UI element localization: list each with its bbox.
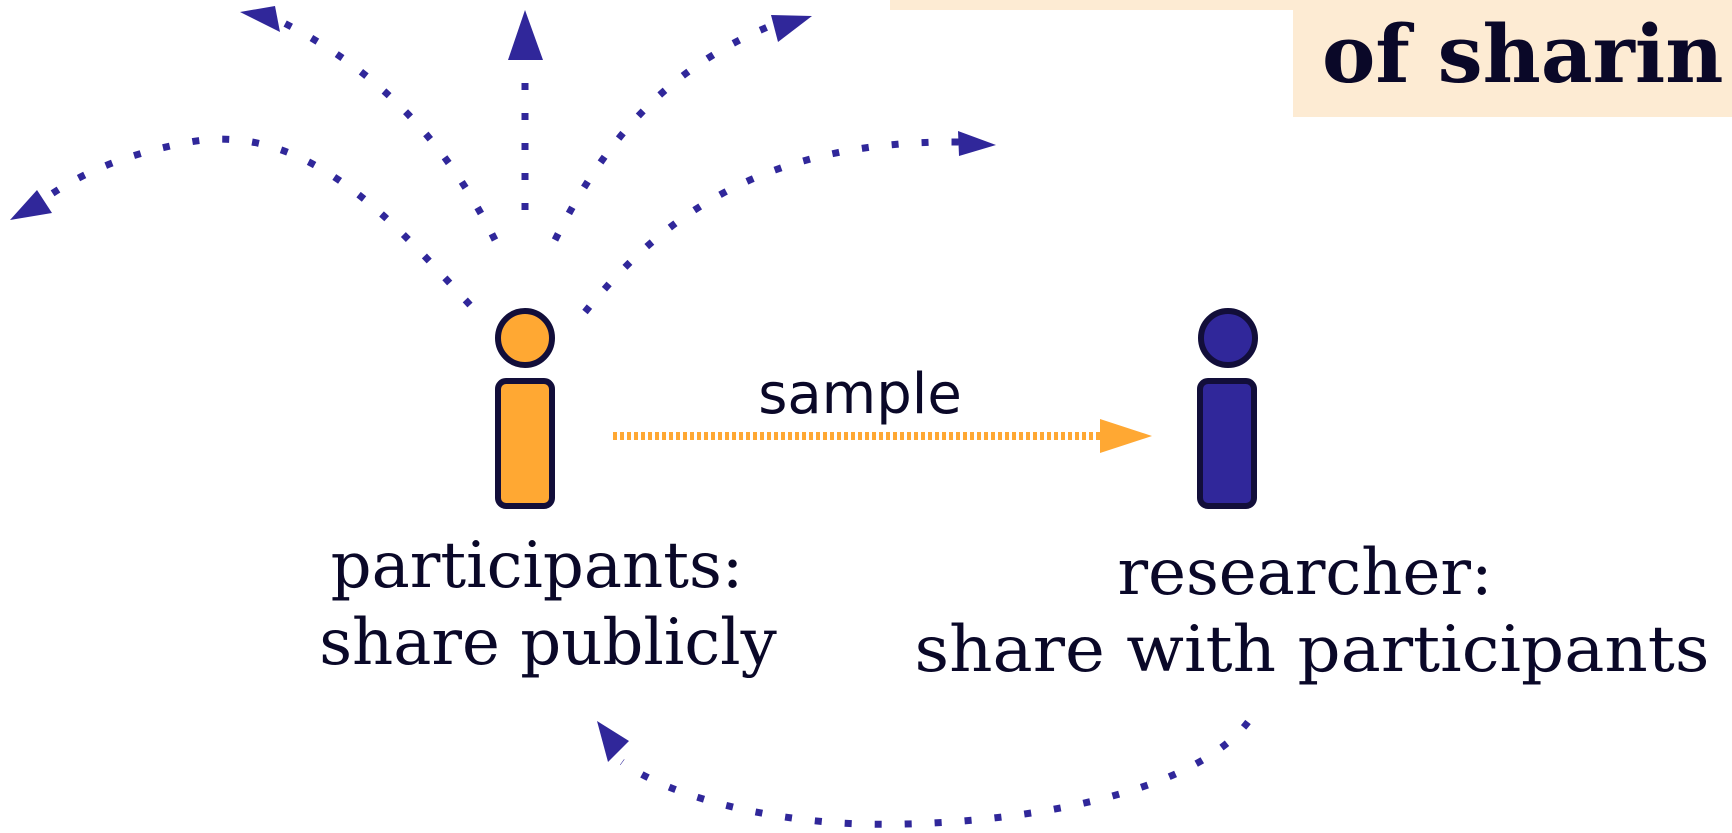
participants-label-line1: participants: <box>331 529 744 603</box>
share-publicly-arrows <box>48 16 961 315</box>
participant-body <box>495 378 555 509</box>
title-banner-background <box>1293 0 1732 117</box>
sample-label: sample <box>758 362 962 427</box>
sample-arrowhead <box>1100 419 1152 453</box>
return-arrow-path <box>619 719 1251 828</box>
researcher-head <box>1198 308 1258 368</box>
person-icon <box>1197 308 1258 509</box>
public-arrow-right <box>582 138 961 315</box>
arrowhead-far-left <box>10 190 52 220</box>
title-text: of sharin <box>1322 7 1723 101</box>
arrowhead-upper-right <box>771 15 812 42</box>
researcher-label-line2: share with participants <box>915 613 1710 687</box>
person-icon <box>495 308 555 509</box>
arrowhead-right <box>958 131 996 156</box>
return-arrowhead <box>597 721 629 762</box>
arrowhead-upper-left <box>240 6 280 32</box>
share-with-participants-arrow <box>597 719 1251 828</box>
participants-label: participants: share publicly <box>319 529 777 680</box>
researcher-body <box>1197 378 1257 509</box>
arrowhead-up <box>508 10 543 60</box>
public-arrow-upper-right <box>551 20 777 242</box>
researcher-label-line1: researcher: <box>1117 536 1492 610</box>
participants-label-line2: share publicly <box>319 606 777 680</box>
sample-arrow <box>613 419 1152 453</box>
public-arrow-far-left <box>48 135 473 308</box>
researcher-label: researcher: share with participants <box>915 536 1710 687</box>
title-banner: of sharin <box>890 0 1732 117</box>
participant-head <box>495 308 555 368</box>
public-arrow-upper-left <box>276 16 499 242</box>
share-publicly-arrowheads <box>10 6 996 220</box>
